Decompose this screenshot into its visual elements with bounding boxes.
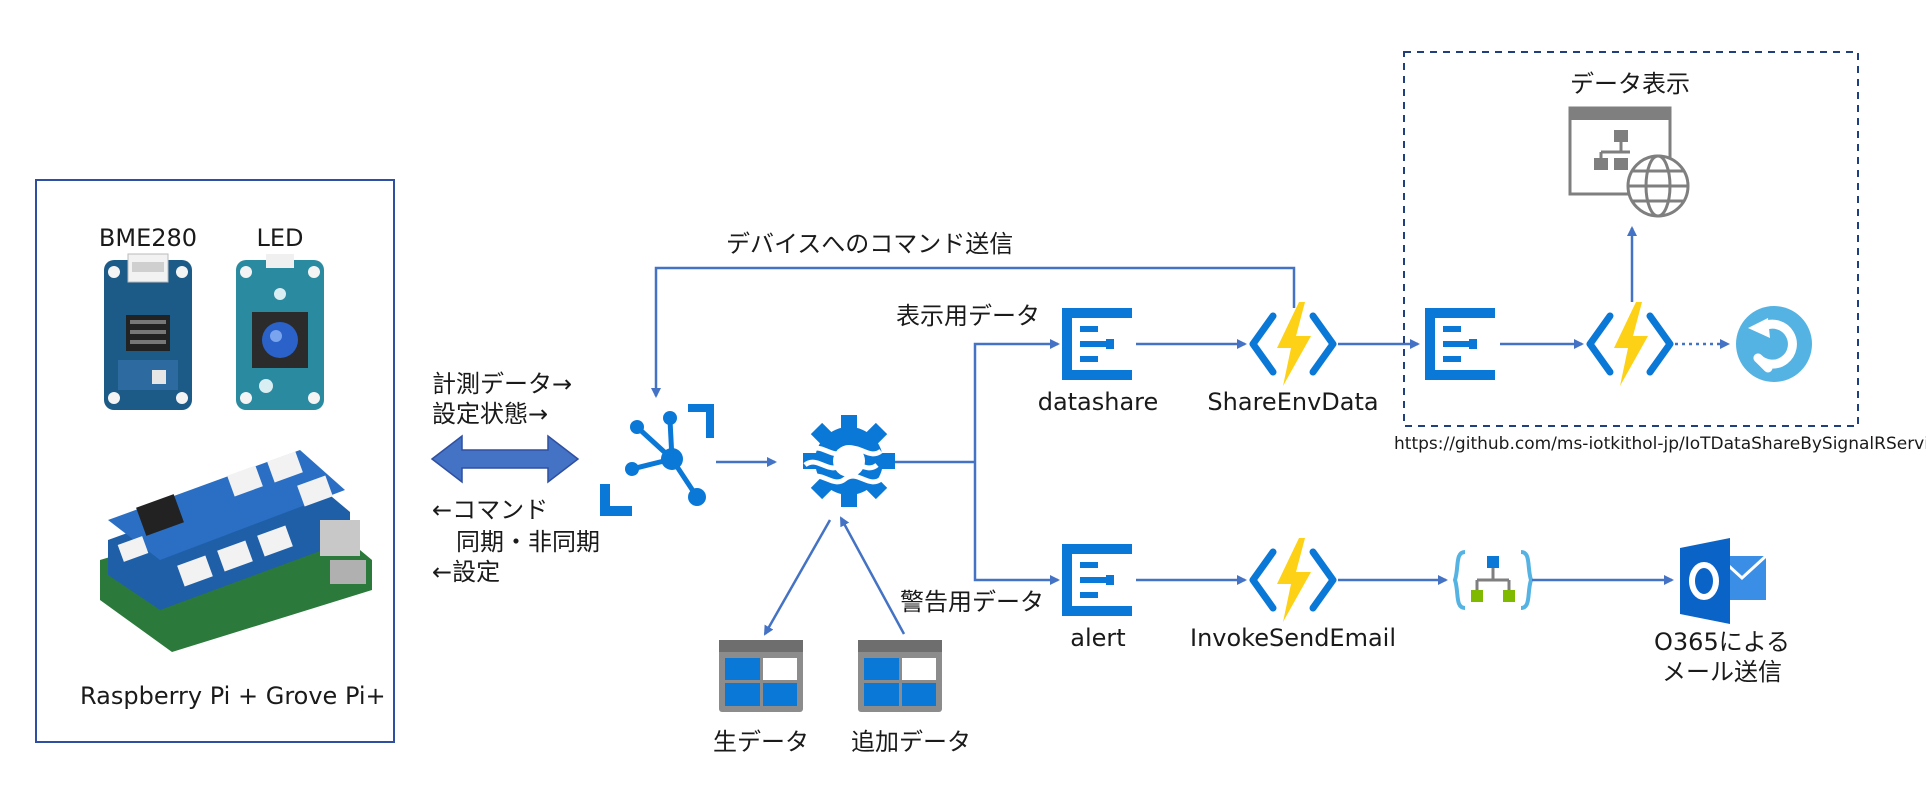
event-hub-icon-datashare: [1062, 308, 1136, 380]
downstream-label-2: 同期・非同期: [456, 528, 600, 556]
board-label: Raspberry Pi + Grove Pi+: [80, 682, 386, 710]
bme280-label: BME280: [98, 224, 198, 252]
command-label: デバイスへのコマンド送信: [726, 230, 1014, 258]
outlook-icon: [1680, 538, 1768, 624]
function-icon-display: [1590, 302, 1670, 386]
upstream-label-2: 設定状態→: [432, 400, 549, 428]
command-arrow: [651, 266, 1296, 398]
raw-data-label: 生データ: [713, 728, 809, 756]
web-app-icon: [1568, 106, 1690, 218]
asa-to-raw-arrow: [763, 519, 832, 636]
alert-hub-label: alert: [1070, 624, 1126, 652]
logic-app-icon: [1452, 550, 1534, 610]
shareenvdata-label: ShareEnvData: [1207, 388, 1379, 416]
extra-data-label: 追加データ: [851, 728, 971, 756]
invokesendemail-label: InvokeSendEmail: [1189, 624, 1397, 652]
function-icon-shareenvdata: [1253, 302, 1333, 386]
iot-hub-icon: [600, 404, 714, 516]
storage-table-icon-extra: [858, 640, 942, 712]
event-hub-icon-display: [1425, 308, 1499, 380]
device-frame: [35, 179, 395, 743]
double-arrow-icon: [430, 434, 580, 484]
downstream-label-3: ←設定: [432, 558, 501, 586]
led-label: LED: [256, 224, 304, 252]
signalr-icon: [1736, 306, 1812, 382]
storage-table-icon-raw: [719, 640, 803, 712]
event-hub-icon-alert: [1062, 544, 1136, 616]
led-button-image: [236, 254, 324, 410]
alert-data-label: 警告用データ: [900, 588, 1044, 616]
upstream-label-1: 計測データ→: [432, 370, 573, 398]
bme280-sensor-image: [104, 253, 192, 410]
raspberry-pi-image: [100, 450, 372, 652]
outlook-label-2: メール送信: [1662, 658, 1782, 686]
stream-analytics-icon: [803, 415, 895, 507]
extra-to-asa-arrow: [839, 516, 906, 635]
asa-to-datashare-arrow: [973, 339, 1060, 462]
display-data-label: 表示用データ: [896, 302, 1040, 330]
display-dashed-frame: [1403, 51, 1859, 427]
datashare-label: datashare: [1037, 388, 1159, 416]
function-icon-invokesendemail: [1253, 538, 1333, 622]
downstream-label-1: ←コマンド: [432, 496, 549, 524]
display-title: データ表示: [1570, 70, 1690, 98]
asa-to-alert-arrow: [973, 462, 1060, 585]
outlook-label-1: O365による: [1654, 628, 1790, 656]
repo-url[interactable]: https://github.com/ms-iotkithol-jp/IoTDa…: [1394, 434, 1926, 454]
